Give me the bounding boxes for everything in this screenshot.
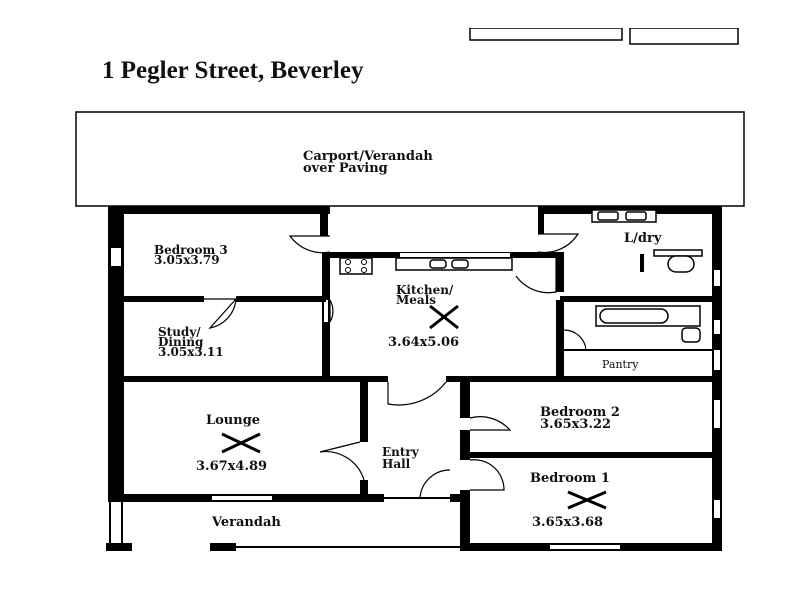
plan-title: 1 Pegler Street, Beverley <box>102 57 364 84</box>
cooktop-icon <box>339 257 373 275</box>
bedroom3-name: Bedroom 3 <box>154 243 228 257</box>
bedroom1-size: 3.65x3.68 <box>532 515 603 530</box>
ceiling-fan-icon <box>221 304 607 510</box>
carport-outline <box>75 111 745 207</box>
bathtub-icon <box>595 305 701 343</box>
toilet-icon <box>640 249 703 273</box>
bedroom2-name: Bedroom 2 <box>540 405 620 420</box>
wash-trough-icon <box>591 209 657 223</box>
carport-label: Carport/Verandah <box>303 149 433 164</box>
interior-walls <box>124 206 720 550</box>
sink-icon <box>395 257 513 271</box>
study-line2: Dining <box>158 335 204 349</box>
lounge-size: 3.67x4.89 <box>196 459 267 474</box>
carport-sublabel: over Paving <box>303 161 388 176</box>
bedroom1-name: Bedroom 1 <box>530 471 610 486</box>
study-size: 3.05x3.11 <box>158 345 224 359</box>
door-swing-icon <box>204 233 587 499</box>
study-line1: Study/ <box>158 325 201 339</box>
entry-line2: Hall <box>382 457 411 471</box>
entry-line1: Entry <box>382 445 420 459</box>
lounge-name: Lounge <box>206 413 260 428</box>
pantry-name: Pantry <box>602 358 639 371</box>
kitchen-size: 3.64x5.06 <box>388 335 459 350</box>
bedroom2-size: 3.65x3.22 <box>540 417 611 432</box>
laundry-name: L/dry <box>624 231 662 246</box>
header-decoration <box>469 0 740 45</box>
verandah-name: Verandah <box>211 515 281 530</box>
bedroom3-size: 3.05x3.79 <box>154 253 220 267</box>
kitchen-line1: Kitchen/ <box>396 283 454 297</box>
kitchen-line2: Meals <box>396 293 436 307</box>
